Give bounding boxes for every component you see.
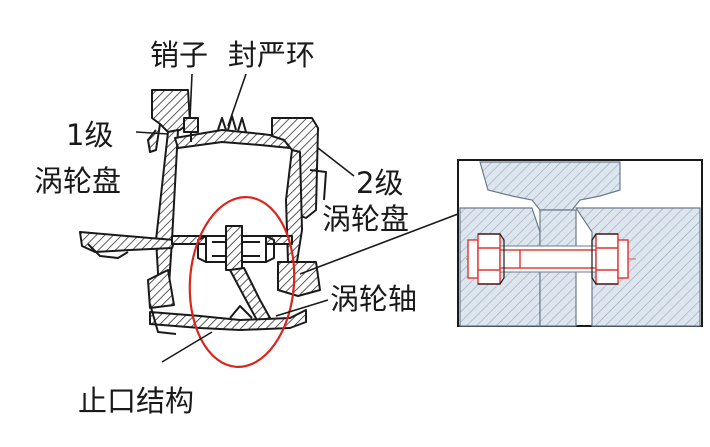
leader-lines	[135, 73, 459, 363]
bolt-assembly	[197, 225, 275, 271]
spigot-ring	[149, 309, 307, 331]
highlight-ellipse	[188, 196, 296, 368]
cross-section	[79, 89, 327, 335]
shaft-cone	[229, 267, 271, 323]
disk1-arm	[79, 231, 176, 253]
label-disk1-line2: 涡轮盘	[34, 164, 122, 198]
label-spigot: 止口结构	[78, 384, 195, 418]
disk2-web	[285, 149, 303, 269]
label-disk2-line2: 涡轮盘	[322, 202, 410, 236]
pin-shape	[183, 117, 199, 133]
detail-inset	[457, 159, 703, 327]
shaft-flange	[277, 261, 321, 297]
label-disk2-line1: 2级	[356, 166, 404, 200]
label-shaft: 涡轮轴	[330, 282, 418, 316]
label-disk1-line1: 1级	[66, 118, 114, 152]
label-pin: 销子	[150, 38, 209, 72]
label-seal-ring: 封严环	[228, 38, 316, 72]
